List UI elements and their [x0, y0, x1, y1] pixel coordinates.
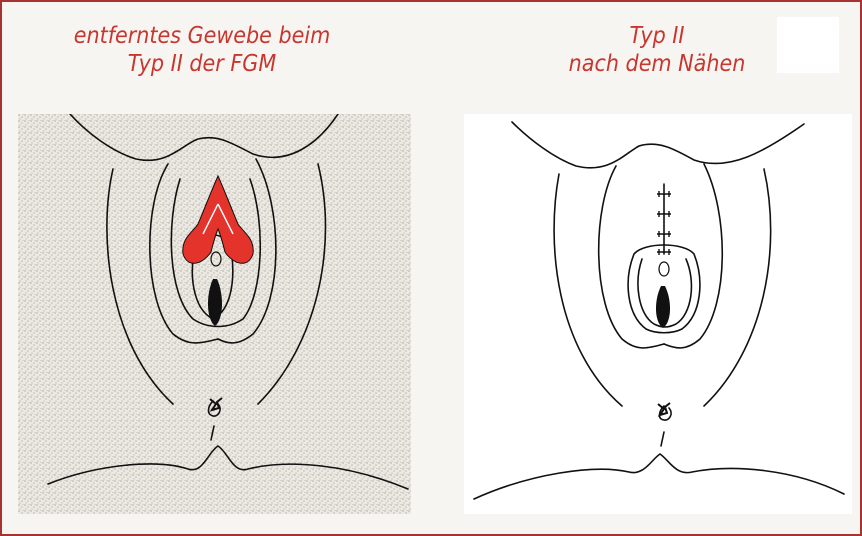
right-caption: Typ II nach dem Nähen	[504, 22, 810, 78]
blank-patch	[777, 17, 839, 73]
excised-tissue-diagram	[18, 114, 411, 514]
left-caption: entferntes Gewebe beim Typ II der FGM	[49, 22, 355, 78]
left-caption-line-1: entferntes Gewebe beim	[49, 22, 355, 50]
right-caption-line-1: Typ II	[504, 22, 810, 50]
right-caption-line-2: nach dem Nähen	[504, 50, 810, 78]
sutured-diagram	[464, 114, 852, 514]
left-caption-line-2: Typ II der FGM	[49, 50, 355, 78]
